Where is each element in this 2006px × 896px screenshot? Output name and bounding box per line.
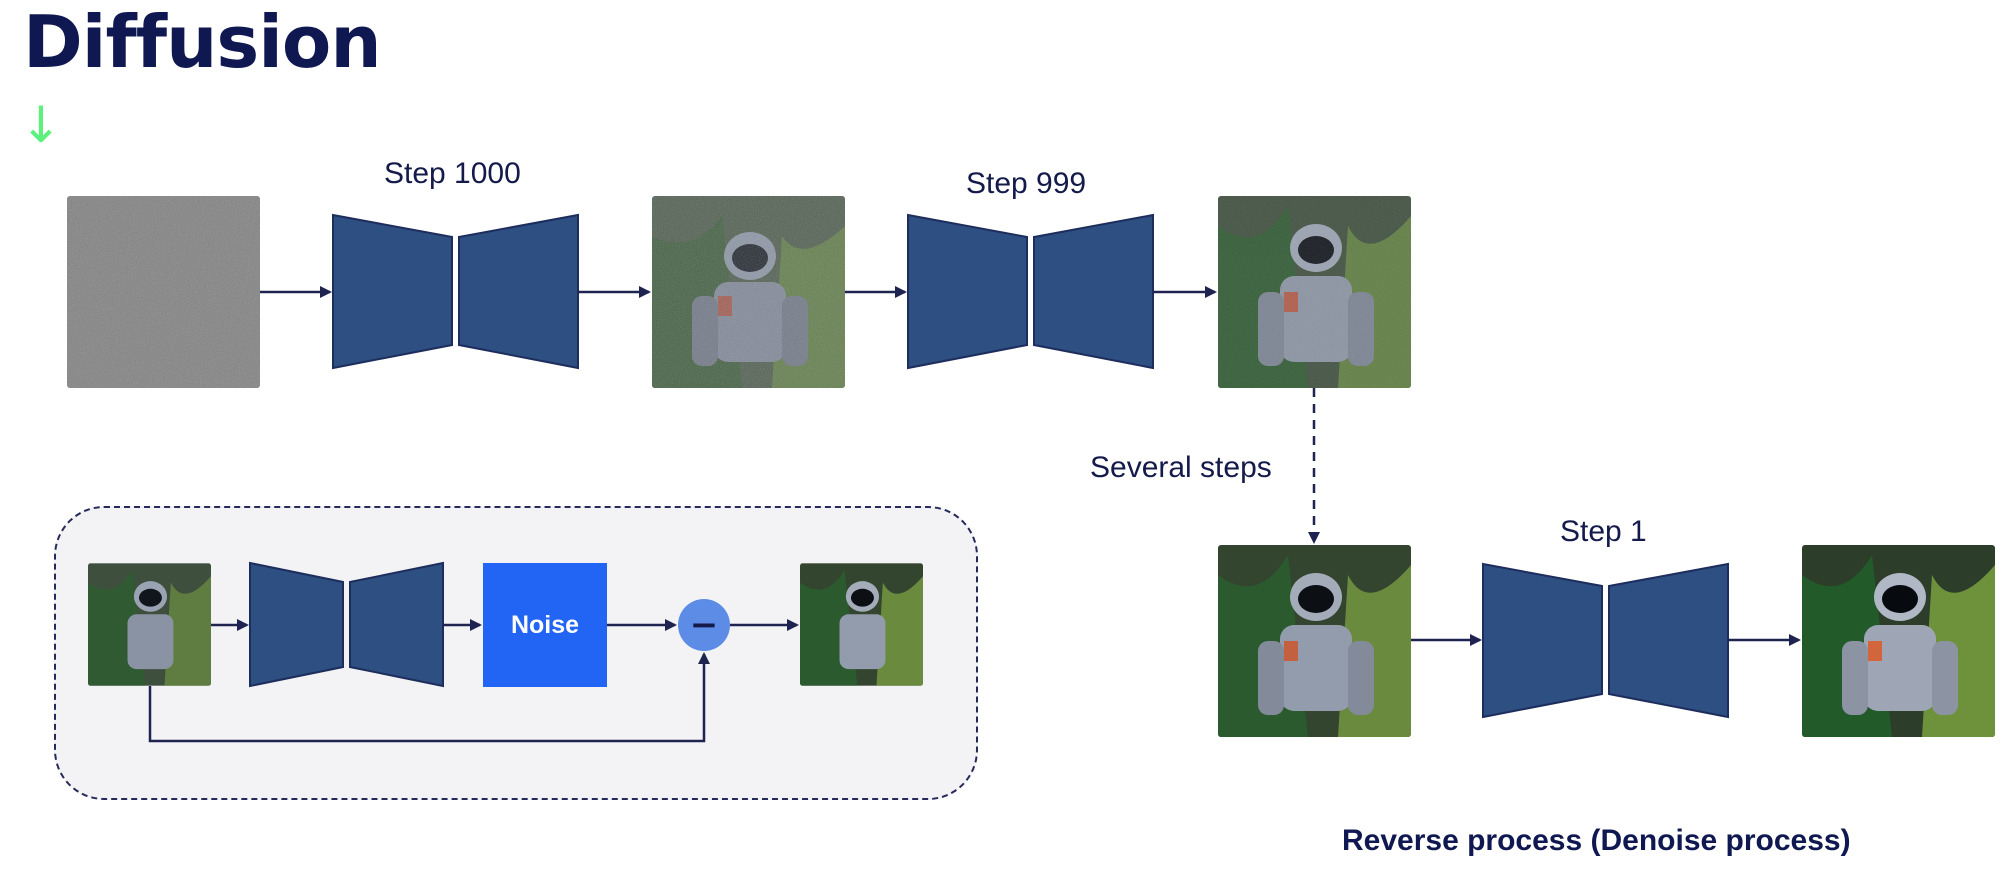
unet-encoder-decoder-2 xyxy=(907,213,1154,370)
pure-noise-image xyxy=(67,196,260,388)
noise-block: Noise xyxy=(483,563,607,687)
noisy-astronaut-image xyxy=(652,196,845,388)
down-arrow-icon: ↓ xyxy=(20,96,62,154)
reverse-process-caption: Reverse process (Denoise process) xyxy=(1342,824,1851,857)
less-noisy-astronaut-image xyxy=(1218,196,1411,388)
inset-output-image xyxy=(800,563,923,686)
inset-unet xyxy=(249,561,444,688)
subtract-node: − xyxy=(678,599,730,651)
unet-encoder-decoder-1 xyxy=(332,213,579,370)
several-steps-label: Several steps xyxy=(1090,451,1272,484)
unet-encoder-decoder-3 xyxy=(1482,562,1729,719)
page-title: Diffusion xyxy=(23,0,382,84)
step-1-label: Step 1 xyxy=(1560,515,1647,548)
step-999-label: Step 999 xyxy=(966,167,1087,200)
step-1000-label: Step 1000 xyxy=(384,157,521,190)
skip-connection-arrow xyxy=(148,652,710,743)
inset-input-image xyxy=(88,563,211,686)
final-astronaut-image xyxy=(1802,545,1995,737)
denoised-astronaut-image xyxy=(1218,545,1411,737)
